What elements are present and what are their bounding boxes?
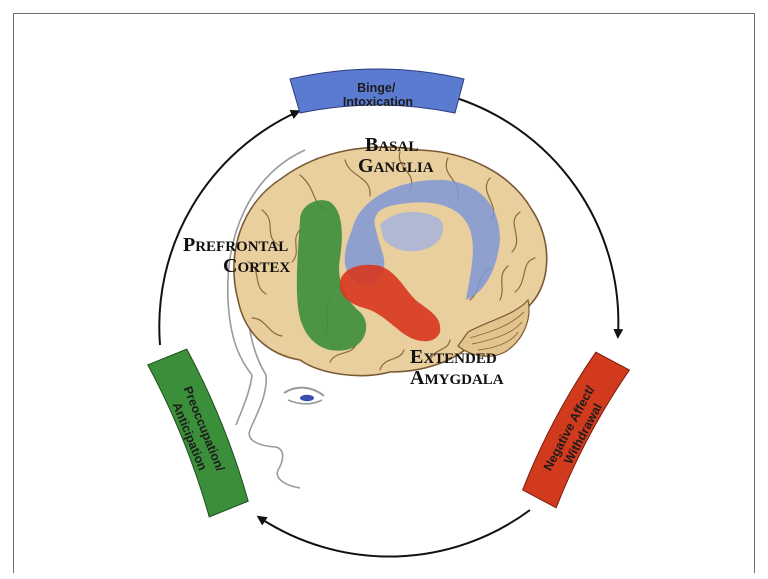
arrow-binge-to-withdrawal: [449, 95, 624, 339]
cerebellum: [457, 298, 530, 357]
basal-ganglia-core: [380, 211, 444, 252]
cycle-arrows: [158, 95, 624, 558]
stage-binge-box: [289, 68, 465, 114]
prefrontal-cortex-label: PREFRONTAL CORTEX: [183, 234, 292, 277]
stage-negative-affect-box: [521, 351, 631, 509]
extended-amygdala-region: [339, 264, 441, 342]
basal-ganglia-label: BASAL GANGLIA: [358, 134, 434, 177]
arrow-preoccupation-to-binge: [158, 109, 301, 346]
cerebellum-folds: [469, 311, 525, 351]
brain: [233, 146, 548, 377]
prefrontal-cortex-region: [296, 200, 367, 351]
figure-frame: [13, 13, 755, 573]
arrow-withdrawal-to-preoccupation: [256, 509, 531, 558]
stage-preoccupation: Preoccupation/ Anticipation: [147, 348, 249, 518]
stage-binge-label: Binge/ Intoxication: [343, 81, 413, 109]
stage-preoccupation-box: [147, 348, 249, 518]
stage-binge: Binge/ Intoxication: [289, 68, 465, 114]
stage-negative-affect: Negative Affect/ Withdrawal: [521, 351, 631, 509]
eye-icon: [300, 394, 314, 402]
extended-amygdala-label: EXTENDED AMYGDALA: [410, 346, 504, 389]
